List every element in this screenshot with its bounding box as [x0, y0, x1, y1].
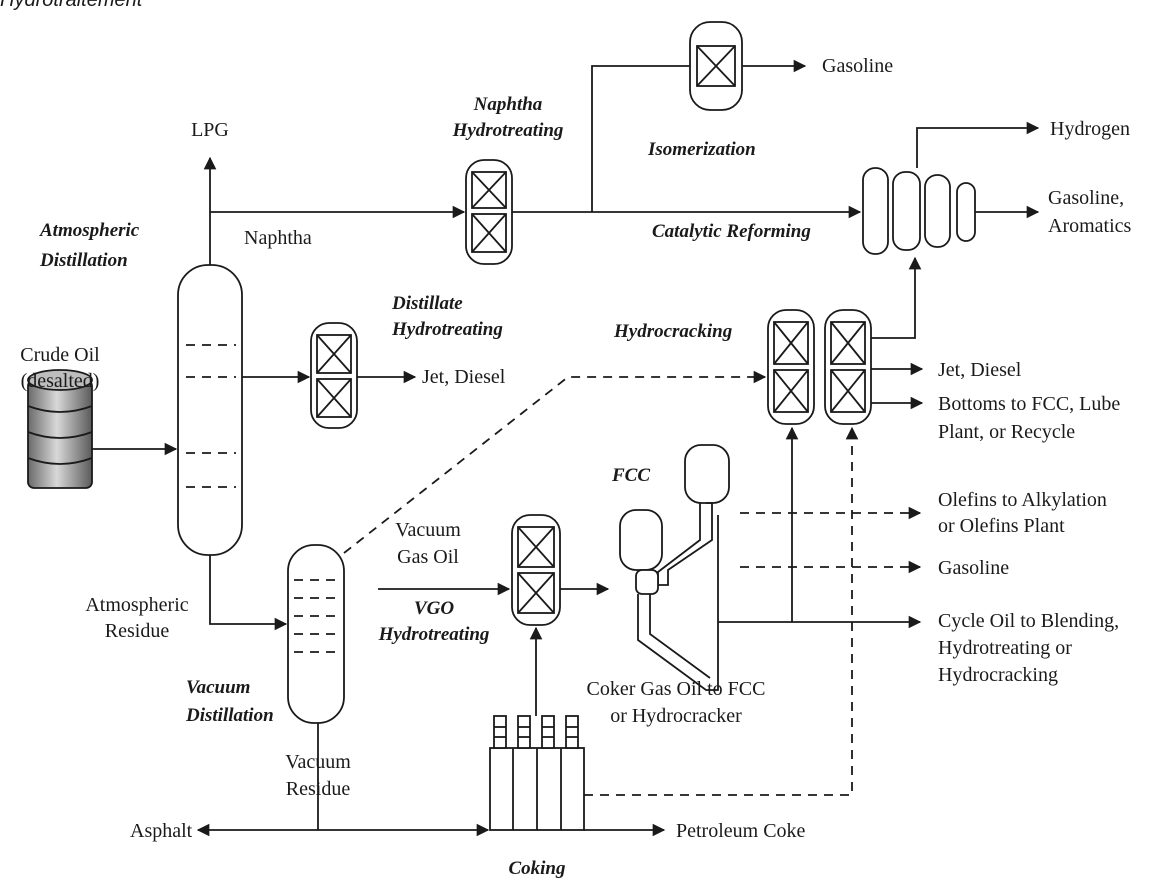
atmospheric-residue-label-2: Residue: [105, 620, 170, 642]
vgo-hydrotreater-reactor: [511, 514, 561, 626]
isomerization-label: Isomerization: [647, 139, 756, 160]
naphtha-label: Naphtha: [244, 227, 312, 249]
header-fragment: Hydrotraitement: [0, 0, 144, 11]
hydrocracking-reactors: [767, 309, 872, 425]
naphtha-hydrotreater-reactor: [465, 159, 513, 265]
distillate-hydrotreating-label-1: Distillate: [391, 293, 463, 314]
catalytic-reforming-label: Catalytic Reforming: [652, 221, 811, 242]
crude-oil-label-1: Crude Oil: [20, 344, 100, 366]
vacuum-residue-label-2: Residue: [286, 778, 351, 800]
cycle-oil-label-1: Cycle Oil to Blending,: [938, 610, 1119, 632]
hydrocracking-label: Hydrocracking: [613, 321, 732, 342]
gasoline-aromatics-label-1: Gasoline,: [1048, 187, 1124, 209]
olefins-label-2: or Olefins Plant: [938, 515, 1065, 537]
petroleum-coke-label: Petroleum Coke: [676, 820, 806, 842]
vacuum-gas-oil-label-2: Gas Oil: [397, 546, 459, 568]
vacuum-distillation-column: [287, 544, 345, 724]
jet-diesel-distillate-label: Jet, Diesel: [422, 366, 506, 388]
bottoms-label-1: Bottoms to FCC, Lube: [938, 393, 1120, 415]
isomerization-reactor: [689, 21, 743, 111]
cycle-oil-label-3: Hydrocracking: [938, 664, 1058, 686]
crude-oil-tank: [27, 369, 93, 489]
naphtha-hydrotreating-label-2: Hydrotreating: [452, 120, 564, 141]
atmospheric-distillation-label-1: Atmospheric: [39, 220, 140, 241]
flow-lines: [92, 59, 1040, 837]
gasoline-isomerate-label: Gasoline: [822, 55, 893, 77]
gasoline-aromatics-label-2: Aromatics: [1048, 215, 1132, 237]
coker-gas-oil-label-1: Coker Gas Oil to FCC: [587, 678, 766, 700]
coker-gas-oil-label-2: or Hydrocracker: [610, 705, 742, 727]
atmospheric-residue-label-1: Atmospheric: [85, 594, 188, 616]
hydrogen-label: Hydrogen: [1050, 118, 1130, 140]
vgo-hydrotreating-label-2: Hydrotreating: [378, 624, 490, 645]
distillate-hydrotreater-reactor: [310, 322, 358, 429]
naphtha-hydrotreating-label-1: Naphtha: [473, 94, 543, 115]
atmospheric-distillation-label-2: Distillation: [39, 250, 128, 271]
jet-diesel-hydrocracker-label: Jet, Diesel: [938, 359, 1022, 381]
vacuum-distillation-label-1: Vacuum: [186, 677, 250, 698]
olefins-label-1: Olefins to Alkylation: [938, 489, 1107, 511]
coking-drums: [489, 715, 585, 831]
cycle-oil-label-2: Hydrotreating or: [938, 637, 1072, 659]
lpg-label: LPG: [191, 119, 229, 141]
gasoline-fcc-label: Gasoline: [938, 557, 1009, 579]
atmospheric-distillation-column: [177, 264, 243, 556]
bottoms-label-2: Plant, or Recycle: [938, 421, 1075, 443]
fcc-label: FCC: [611, 465, 650, 486]
catalytic-reforming-reactors: [862, 167, 976, 255]
vgo-hydrotreating-label-1: VGO: [414, 598, 454, 619]
distillate-hydrotreating-label-2: Hydrotreating: [391, 319, 503, 340]
coking-label: Coking: [508, 858, 565, 879]
fcc-unit: [619, 444, 730, 691]
crude-oil-label-2: (desalted): [21, 370, 100, 392]
vacuum-residue-label-1: Vacuum: [285, 751, 351, 773]
vacuum-distillation-label-2: Distillation: [185, 705, 274, 726]
asphalt-label: Asphalt: [130, 820, 193, 842]
vacuum-gas-oil-label-1: Vacuum: [395, 519, 461, 541]
